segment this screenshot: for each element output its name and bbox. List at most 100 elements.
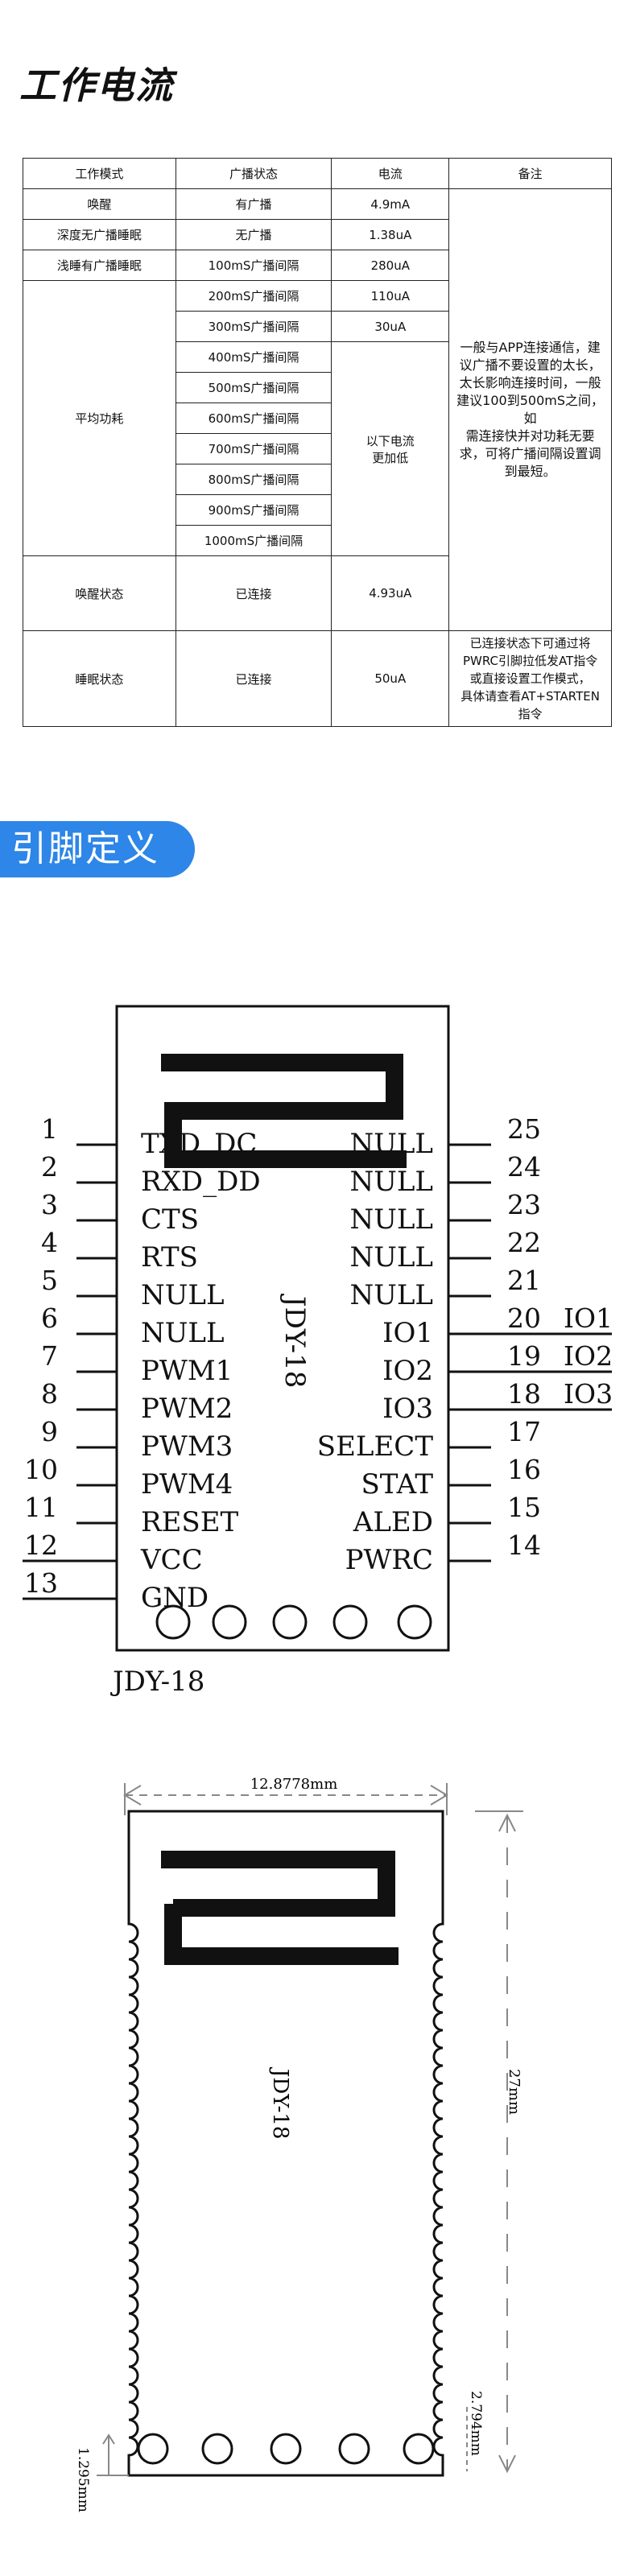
mode-cell: 睡眠状态	[23, 630, 176, 727]
note-cell-connected: 已连接状态下可通过将 PWRC引脚拉低发AT指令 或直接设置工作模式， 具体请查…	[448, 630, 612, 727]
pin-label: NULL	[349, 1241, 433, 1274]
pin-label: PWM2	[141, 1393, 233, 1425]
current-table: 工作模式 广播状态 电流 备注 唤醒 有广播 4.9mA 一般与APP连接通信，…	[23, 158, 612, 727]
pin-number: 10	[24, 1454, 58, 1485]
current-cell: 280uA	[331, 250, 450, 281]
pad	[272, 1604, 308, 1640]
note-cell: 一般与APP连接通信，建 议广播不要设置的太长， 太长影响连接时间，一般 建议1…	[448, 188, 612, 631]
table-header-row: 工作模式 广播状态 电流 备注	[23, 158, 612, 189]
pin-number: 25	[507, 1113, 541, 1145]
pin-label: IO3	[382, 1393, 433, 1425]
antenna-trace	[161, 1054, 403, 1120]
table-row: 浅睡有广播睡眠 100mS广播间隔 280uA	[23, 250, 612, 281]
bottom-pads	[155, 1604, 432, 1640]
adv-cell: 已连接	[175, 630, 332, 727]
pad	[403, 2433, 435, 2465]
offset-label: 1.295mm	[75, 2447, 91, 2512]
current-cell: 110uA	[331, 280, 450, 312]
adv-cell: 200mS广播间隔	[175, 280, 332, 312]
adv-cell: 有广播	[175, 188, 332, 220]
header-cell: 工作模式	[23, 158, 176, 189]
module-outline	[115, 1005, 450, 1652]
header-cell: 电流	[331, 158, 450, 189]
pin-label: NULL	[141, 1279, 225, 1311]
pin-number: 16	[507, 1454, 541, 1485]
module-label: JDY-18	[268, 2066, 292, 2139]
bottom-label: JDY-18	[110, 1666, 204, 1698]
pin-number: 8	[41, 1378, 58, 1410]
section-title-current: 工作电流	[19, 64, 174, 107]
pin-label: RESET	[141, 1506, 239, 1538]
pin-number: 15	[507, 1492, 541, 1523]
table-row: 平均功耗 200mS广播间隔 110uA	[23, 280, 612, 556]
pin-label: NULL	[349, 1279, 433, 1311]
pad	[332, 1604, 368, 1640]
mode-cell: 深度无广播睡眠	[23, 219, 176, 250]
pin-number: 21	[507, 1265, 541, 1296]
pin-label: TXD_DC	[141, 1128, 257, 1160]
pin-number: 5	[41, 1265, 58, 1296]
mode-cell: 平均功耗	[23, 280, 176, 556]
antenna-trace	[161, 1851, 395, 1917]
right-pin-row: NULL 21	[349, 1265, 541, 1311]
module-body	[127, 1810, 444, 2477]
pin-number: 2	[41, 1151, 58, 1183]
left-pin-row: 12 VCC	[23, 1530, 203, 1576]
pad	[155, 1604, 191, 1640]
dimension-diagram: 12.8778mm JDY-18 27mm 2.794mm 1.295mm	[75, 1776, 523, 2512]
height-label: 27mm	[506, 2069, 522, 2115]
pin-label: VCC	[140, 1544, 203, 1576]
pin-number: 22	[507, 1227, 541, 1258]
io-label: IO3	[564, 1378, 613, 1410]
pin-label: STAT	[361, 1468, 434, 1501]
left-pin-row: 5 NULL	[41, 1265, 225, 1311]
antenna-trace-lower	[164, 1111, 407, 1168]
bottom-pads	[137, 2433, 435, 2465]
table-row: 800mS广播间隔	[23, 464, 612, 495]
pin-number: 4	[41, 1227, 58, 1258]
table-row: 唤醒 有广播 4.9mA 一般与APP连接通信，建 议广播不要设置的太长， 太长…	[23, 188, 612, 631]
pin-label: IO2	[382, 1355, 433, 1387]
current-cell: 4.93uA	[331, 555, 450, 631]
pin-label: NULL	[349, 1166, 433, 1198]
pad	[212, 1604, 247, 1640]
right-pin-row: NULL 25	[349, 1113, 541, 1160]
pin-number: 23	[507, 1189, 541, 1220]
pin-label: NULL	[141, 1317, 225, 1349]
pin-number: 17	[507, 1416, 541, 1447]
width-label: 12.8778mm	[250, 1776, 338, 1793]
pin-number: 3	[41, 1189, 58, 1220]
table-row: 深度无广播睡眠 无广播 1.38uA	[23, 219, 612, 250]
current-cell: 以下电流 更加低	[331, 341, 450, 556]
pin-number: 20	[507, 1302, 541, 1334]
header-cell: 备注	[448, 158, 612, 189]
mode-cell: 浅睡有广播睡眠	[23, 250, 176, 281]
pad	[201, 2433, 233, 2465]
io-label: IO2	[564, 1340, 613, 1372]
current-cell: 4.9mA	[331, 188, 450, 220]
adv-cell: 已连接	[175, 555, 332, 631]
pin-number: 12	[24, 1530, 58, 1561]
current-cell: 1.38uA	[331, 219, 450, 250]
pin-label: NULL	[349, 1128, 433, 1160]
arrow-top	[498, 1813, 516, 1832]
arrow	[102, 2434, 115, 2445]
pin-label: PWM3	[141, 1430, 233, 1463]
pin-number: 14	[507, 1530, 541, 1561]
current-cell: 50uA	[331, 630, 450, 727]
module-label: JDY-18	[279, 1294, 311, 1388]
adv-cell: 100mS广播间隔	[175, 250, 332, 281]
adv-cell: 700mS广播间隔	[175, 433, 332, 464]
adv-cell: 无广播	[175, 219, 332, 250]
